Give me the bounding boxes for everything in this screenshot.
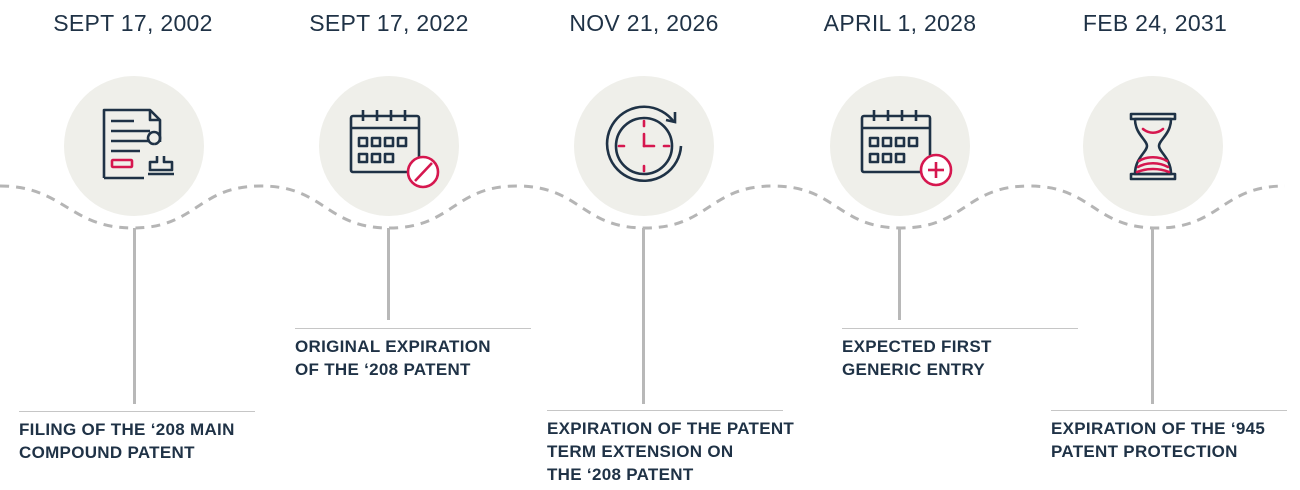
milestone-stem [387,228,390,320]
milestone-date: SEPT 17, 2022 [309,10,469,36]
label-line: FILING OF THE ‘208 MAIN [19,420,235,439]
label-line: TERM EXTENSION ON [547,442,734,461]
milestone-date: FEB 24, 2031 [1082,10,1228,36]
milestone-date: SEPT 17, 2002 [53,10,213,36]
milestone-2026: NOV 21, 2026 EXPIRATION O [514,0,794,490]
milestone-date: APRIL 1, 2028 [823,10,977,36]
milestone-icon-circle [64,76,204,216]
milestone-label: EXPIRATION OF THE PATENT TERM EXTENSION … [547,410,795,486]
label-line: EXPECTED FIRST [842,337,992,356]
label-line: OF THE ‘208 PATENT [295,360,471,379]
milestone-2031: FEB 24, 2031 EXPIRATION OF THE ‘945 PATE… [1025,0,1287,490]
label-line: GENERIC ENTRY [842,360,986,379]
label-line: EXPIRATION OF THE ‘945 [1051,419,1266,438]
milestone-label: FILING OF THE ‘208 MAIN COMPOUND PATENT [19,411,255,464]
label-line: COMPOUND PATENT [19,443,195,462]
label-line: PATENT PROTECTION [1051,442,1238,461]
label-line: ORIGINAL EXPIRATION [295,337,491,356]
label-line: EXPIRATION OF THE PATENT [547,419,795,438]
milestone-stem [898,228,901,320]
calendar-add-icon [860,110,953,187]
patent-document-stamp-icon [102,108,174,180]
clock-extension-icon [605,105,683,183]
milestone-date: NOV 21, 2026 [569,10,719,36]
milestone-2002: SEPT 17, 2002 FILING OF THE ‘208 M [3,0,263,490]
milestone-stem [642,228,645,404]
milestone-stem [133,228,136,404]
milestone-2022: SEPT 17, 2022 ORIGINAL EXPIRATION [259,0,531,490]
hourglass-icon [1129,112,1177,181]
milestone-2028: APRIL 1, 2028 EXPECTED FIRS [770,0,1078,490]
milestone-stem [1151,228,1154,404]
milestone-icon-circle [574,76,714,216]
milestone-icon-circle [1083,76,1223,216]
label-line: THE ‘208 PATENT [547,465,694,484]
calendar-cancel-icon [349,110,440,189]
milestone-icon-circle [319,76,459,216]
milestone-icon-circle [830,76,970,216]
milestone-label: EXPECTED FIRST GENERIC ENTRY [842,328,1078,381]
milestone-label: EXPIRATION OF THE ‘945 PATENT PROTECTION [1051,410,1287,463]
milestone-label: ORIGINAL EXPIRATION OF THE ‘208 PATENT [295,328,531,381]
